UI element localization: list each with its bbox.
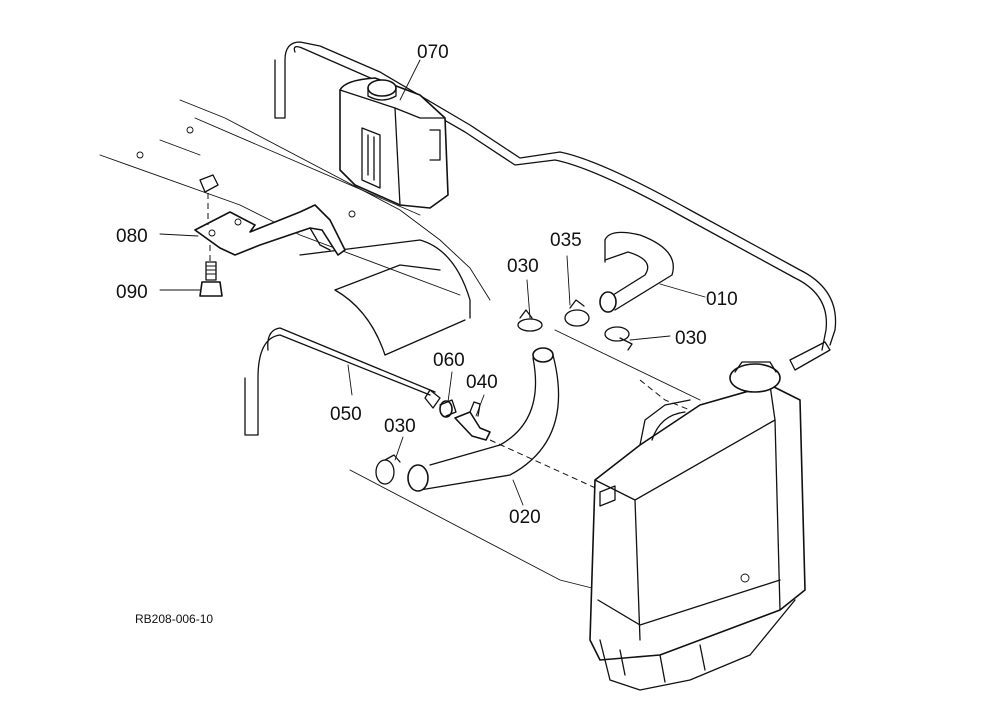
label-070: 070 — [417, 42, 449, 63]
label-035: 035 — [550, 230, 582, 251]
label-080: 080 — [116, 226, 148, 247]
hose-joint — [439, 399, 457, 418]
label-060: 060 — [433, 350, 465, 371]
label-030-right: 030 — [675, 328, 707, 349]
label-050: 050 — [330, 404, 362, 425]
overflow-hose — [274, 41, 837, 371]
drain-cock — [454, 401, 601, 491]
hose-clamp-right — [604, 326, 633, 351]
label-020: 020 — [509, 507, 541, 528]
lower-radiator-hose — [407, 347, 560, 492]
label-010: 010 — [706, 289, 738, 310]
drawing-reference: RB208-006-10 — [135, 612, 213, 626]
label-090: 090 — [116, 282, 148, 303]
radiator — [589, 361, 806, 691]
hose-clamp-035 — [564, 299, 590, 327]
reserve-tank — [339, 77, 449, 209]
part-labels: 070 080 090 030 035 010 030 060 040 050 … — [116, 42, 738, 626]
label-030-lower: 030 — [384, 416, 416, 437]
upper-radiator-hose — [599, 231, 691, 411]
drain-hose — [244, 327, 441, 436]
hose-clamp-lower-left — [375, 454, 401, 485]
tank-bracket — [194, 174, 346, 262]
label-030-upper: 030 — [507, 256, 539, 277]
label-040: 040 — [466, 372, 498, 393]
bolt — [199, 261, 223, 297]
chassis-frame — [99, 99, 701, 591]
leader-lines — [159, 59, 706, 506]
